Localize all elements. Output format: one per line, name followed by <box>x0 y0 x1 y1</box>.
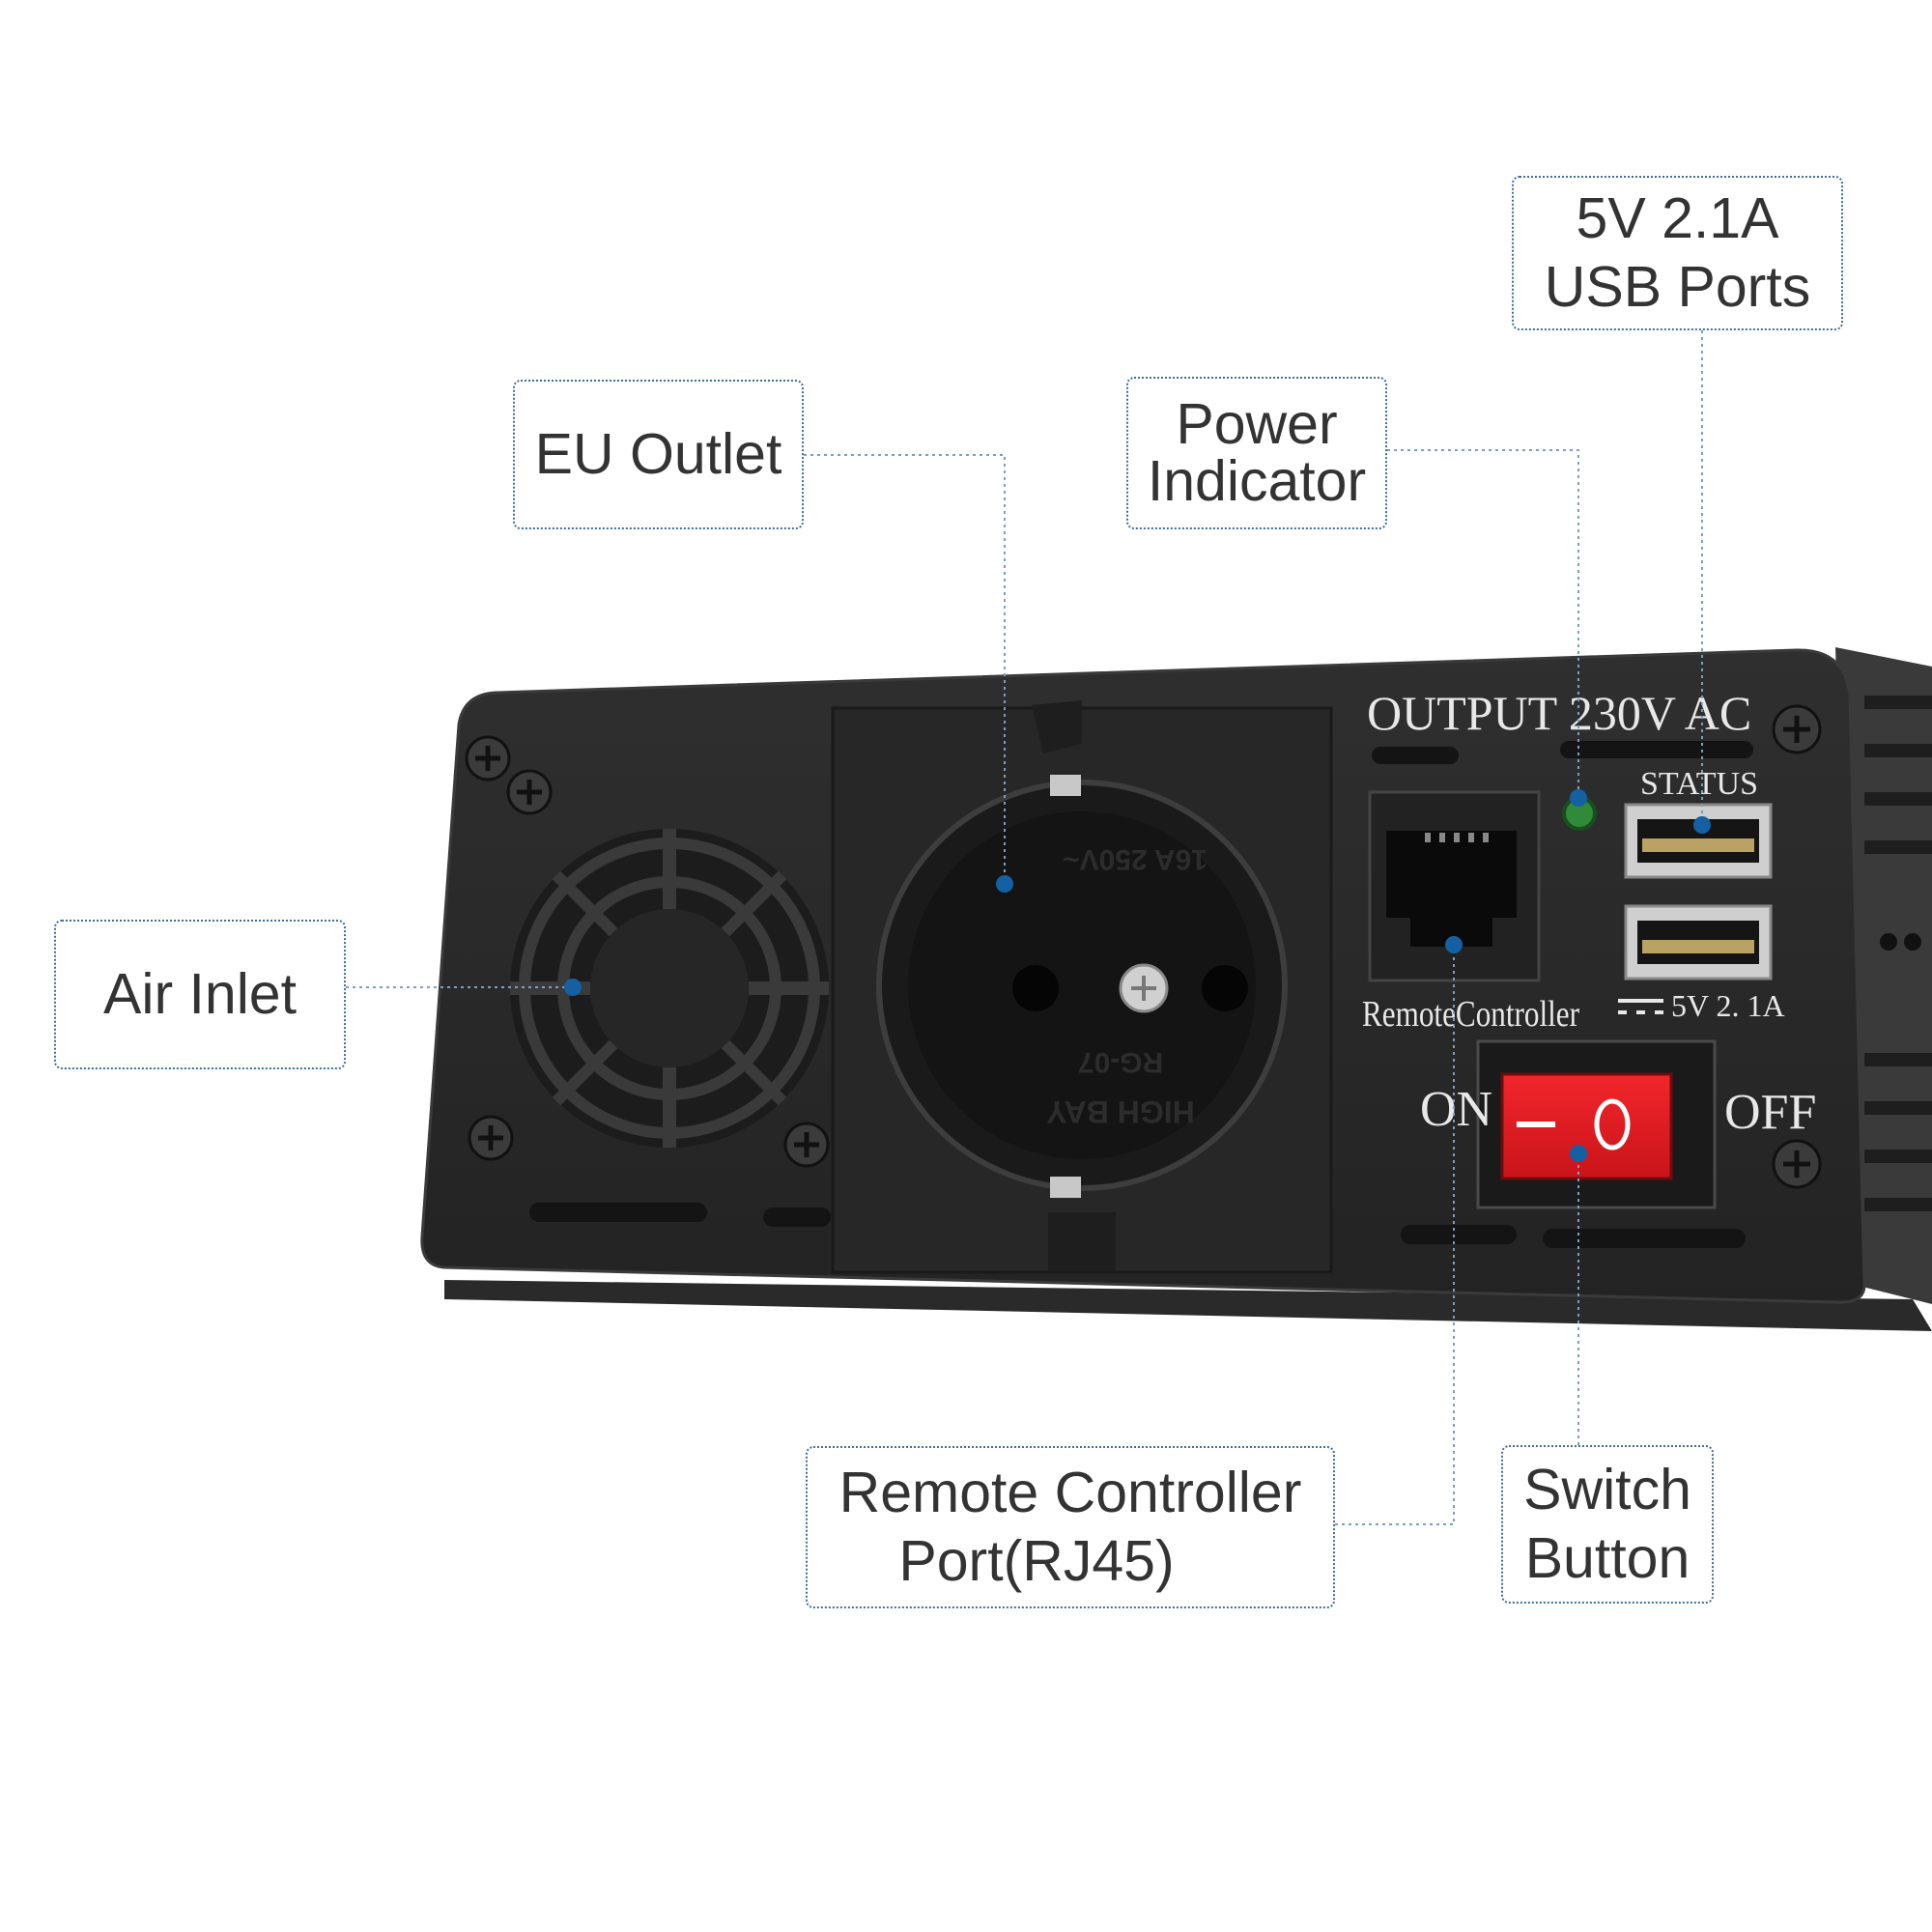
socket-brand: HIGH BAY <box>1046 1094 1195 1129</box>
rj45-port <box>1368 790 1541 982</box>
vent-slots <box>529 741 1753 1248</box>
callout-remote-port-line2: Port(RJ45) <box>898 1529 1175 1593</box>
output-voltage-label: OUTPUT 230V AC <box>1367 686 1751 740</box>
rocker-switch <box>1476 1039 1717 1209</box>
callout-remote-port: Remote Controller Port(RJ45) <box>806 1446 1335 1608</box>
callout-usb-ports: 5V 2.1A USB Ports <box>1512 176 1843 330</box>
socket-rating: 16A 250V~ <box>1063 843 1208 875</box>
callout-air-inlet-line1: Air Inlet <box>102 962 298 1027</box>
leader-dots <box>564 789 1711 1162</box>
remote-controller-label: RemoteController <box>1362 994 1579 1035</box>
dc-symbol-icon <box>1618 999 1663 1014</box>
fan-grille <box>510 829 829 1148</box>
usb-rating-label: 5V 2. 1A <box>1671 988 1785 1023</box>
callout-usb-ports-line1: 5V 2.1A <box>1576 186 1779 251</box>
usb-ports <box>1624 803 1773 980</box>
callout-usb-ports-line2: USB Ports <box>1544 255 1811 319</box>
callout-power-indicator: Power Indicator <box>1126 377 1387 529</box>
status-label: STATUS <box>1640 766 1758 802</box>
callout-switch-button-line1: Switch <box>1523 1458 1691 1522</box>
callout-power-indicator-line2: Indicator <box>1147 449 1367 513</box>
off-label: OFF <box>1724 1085 1816 1140</box>
callout-switch-button-line2: Button <box>1524 1526 1690 1590</box>
callout-power-indicator-line1: Power <box>1176 392 1338 456</box>
socket-model: RG-07 <box>1078 1046 1163 1078</box>
screws <box>465 704 1822 1189</box>
callout-eu-outlet: EU Outlet <box>513 380 804 529</box>
leader-lines <box>346 330 1703 1525</box>
mounting-base <box>444 1280 1932 1331</box>
eu-outlet-socket: 16A 250V~ RG-07 HIGH BAY <box>831 700 1333 1274</box>
callout-switch-button: Switch Button <box>1501 1445 1714 1604</box>
callout-remote-port-line1: Remote Controller <box>838 1461 1302 1525</box>
callout-air-inlet: Air Inlet <box>54 920 346 1069</box>
callout-eu-outlet-line1: EU Outlet <box>534 422 782 487</box>
on-label: ON <box>1420 1082 1492 1137</box>
